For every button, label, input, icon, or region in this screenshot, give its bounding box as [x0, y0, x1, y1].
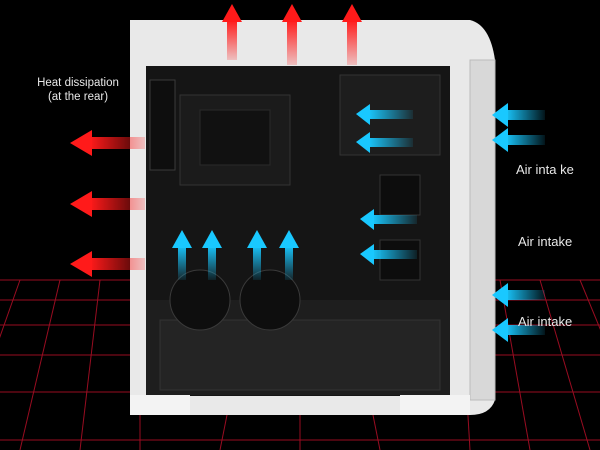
bottom-fan [239, 269, 301, 331]
exhaust-arrow-top [222, 4, 242, 60]
intake-arrow-bottom [279, 230, 299, 280]
exhaust-arrow-top [342, 4, 362, 65]
air-intake-label-middle: Air intake [518, 234, 573, 249]
exhaust-arrow-top [282, 4, 302, 65]
intake-arrow-front [360, 209, 417, 230]
heat-dissipation-label: Heat dissipation (at the rear) [28, 76, 128, 104]
intake-arrow-front [356, 104, 413, 125]
intake-arrow-front [360, 244, 417, 265]
intake-arrow-outer [492, 283, 545, 307]
intake-arrow-outer [492, 318, 545, 342]
exhaust-arrow-rear [70, 130, 145, 156]
intake-arrow-bottom [172, 230, 192, 280]
heat-label-line1: Heat dissipation [37, 77, 119, 89]
front-panel [469, 59, 496, 401]
intake-arrow-bottom [247, 230, 267, 280]
exhaust-arrow-rear [70, 191, 145, 217]
air-intake-label-bottom: Air intake [518, 314, 573, 329]
exhaust-arrow-rear [70, 251, 145, 277]
bottom-fan [169, 269, 231, 331]
heat-label-line2: (at the rear) [47, 91, 109, 103]
intake-arrow-front [356, 132, 413, 153]
intake-arrow-outer [492, 128, 545, 152]
air-intake-label-top: Air inta ke [516, 162, 574, 177]
intake-arrow-outer [492, 103, 545, 127]
intake-arrow-bottom [202, 230, 222, 280]
rear-fan [149, 79, 176, 171]
